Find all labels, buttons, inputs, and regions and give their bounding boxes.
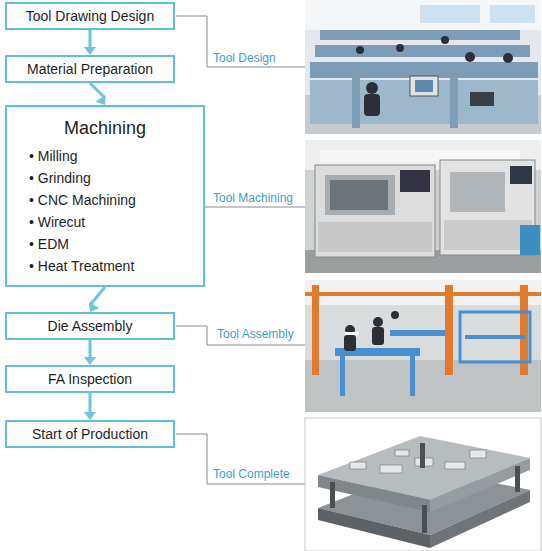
box-label: FA Inspection — [48, 370, 132, 388]
flow-arrow — [90, 83, 105, 105]
box-label: Die Assembly — [48, 317, 133, 335]
photo-caption: Tool Complete — [212, 467, 291, 481]
process-box: Material Preparation — [5, 55, 175, 83]
design-office-photo — [305, 0, 541, 134]
photo-caption: Tool Machining — [212, 191, 294, 205]
box-label: Start of Production — [32, 425, 148, 443]
process-box-list: Machining • Milling• Grinding• CNC Machin… — [5, 105, 205, 287]
photo-caption: Tool Assembly — [216, 327, 295, 341]
process-box: Start of Production — [5, 420, 175, 448]
die-set-photo — [305, 418, 541, 551]
process-box: FA Inspection — [5, 365, 175, 393]
flow-arrow — [84, 340, 96, 365]
flow-arrow — [84, 393, 96, 420]
process-box: Tool Drawing Design — [5, 2, 175, 30]
flow-arrow — [84, 30, 96, 55]
bullet-item: • Grinding — [29, 167, 203, 189]
photo-caption: Tool Design — [212, 51, 277, 65]
box-heading: Machining — [7, 115, 203, 141]
bullet-item: • CNC Machining — [29, 189, 203, 211]
bullet-item: • Heat Treatment — [29, 255, 203, 277]
flow-arrow — [89, 287, 105, 312]
bullet-item: • EDM — [29, 233, 203, 255]
process-box: Die Assembly — [5, 312, 175, 340]
bullet-item: • Wirecut — [29, 211, 203, 233]
bullet-item: • Milling — [29, 145, 203, 167]
assembly-photo — [305, 280, 541, 412]
box-label: Material Preparation — [27, 60, 153, 78]
box-label: Tool Drawing Design — [26, 7, 154, 25]
machining-photo — [305, 140, 541, 273]
